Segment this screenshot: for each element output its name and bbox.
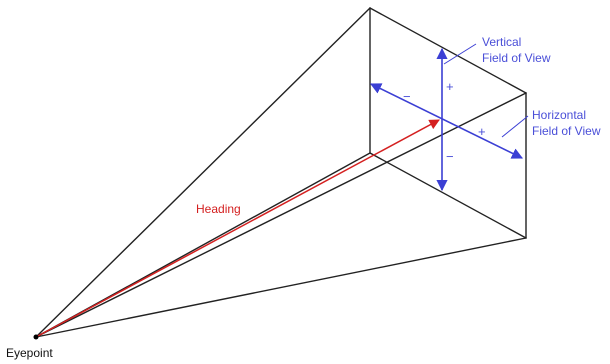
frustum-edge-bottom-right — [35, 237, 527, 338]
horizontal-fov-pointer — [501, 115, 529, 138]
eyepoint-marker — [33, 334, 39, 340]
eyepoint-label: Eyepoint — [6, 346, 53, 360]
callout-pointers — [443, 43, 529, 138]
fov-arrows — [369, 47, 524, 192]
vertical-fov-pointer — [443, 43, 477, 65]
heading-vector — [35, 119, 440, 338]
heading-arrow — [35, 119, 440, 338]
horizontal-minus-sign: − — [403, 89, 411, 104]
far-plane-top-edge — [369, 7, 527, 94]
horizontal-plus-sign: + — [478, 124, 486, 139]
vertical-minus-sign: − — [446, 149, 454, 164]
far-plane-bottom-edge — [369, 152, 527, 239]
horizontal-fov-label-line2: Field of View — [532, 124, 601, 138]
frustum-edge-top-left — [35, 7, 371, 338]
horizontal-fov-label-line1: Horizontal — [532, 108, 586, 122]
vertical-fov-label-line2: Field of View — [482, 51, 551, 65]
frustum — [35, 7, 527, 338]
horizontal-fov-arrow — [369, 83, 524, 159]
vertical-plus-sign: + — [446, 79, 454, 94]
vertical-fov-label-line1: Vertical — [482, 35, 521, 49]
heading-label: Heading — [196, 202, 241, 216]
fov-labels: Vertical Field of View Horizontal Field … — [482, 35, 601, 138]
sign-markers: + − − + — [403, 79, 486, 164]
frustum-edge-top-right — [35, 92, 527, 338]
eyepoint: Eyepoint — [6, 334, 53, 360]
